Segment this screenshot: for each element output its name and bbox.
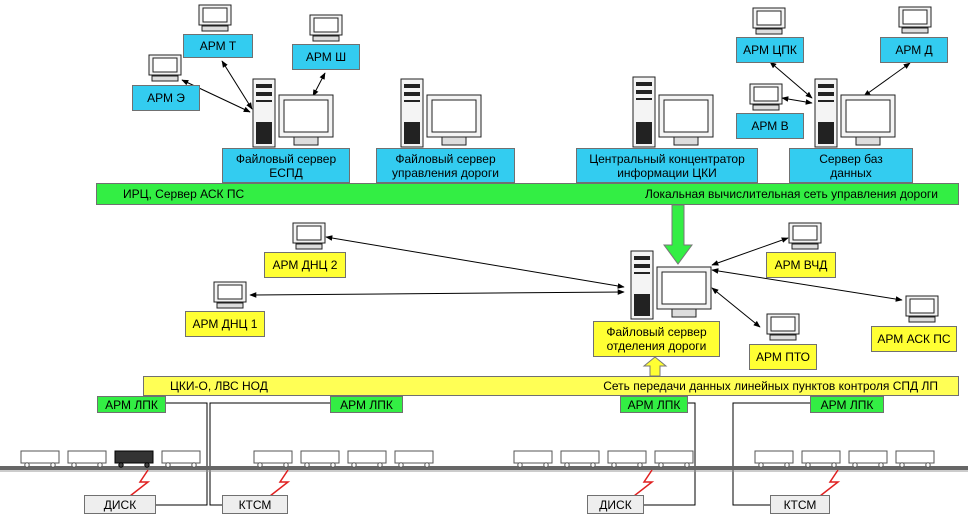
arm-dnc1: АРМ ДНЦ 1	[185, 311, 265, 337]
road-lan-bar: ИРЦ, Сервер АСК ПС Локальная вычислитель…	[96, 183, 959, 205]
arm-e: АРМ Э	[132, 85, 200, 111]
arm-d: АРМ Д	[880, 37, 948, 63]
server-db-label: Сервер баз данных	[789, 148, 913, 183]
rail-car	[20, 450, 60, 468]
arm-pto: АРМ ПТО	[749, 344, 817, 370]
sensor-ktsm-1: КТСМ	[222, 495, 288, 514]
sensor-ktsm-2: КТСМ	[770, 495, 830, 514]
rail-car	[895, 450, 935, 468]
signal-bolt	[633, 469, 655, 497]
rail-car	[607, 450, 647, 468]
locomotive	[114, 450, 154, 468]
rail-car	[161, 450, 201, 468]
lpk3-wire	[644, 402, 696, 506]
sensor-disk-1: ДИСК	[84, 495, 156, 514]
workstation-icon	[292, 222, 326, 250]
monitor-icon	[426, 94, 482, 146]
workstation-icon	[905, 295, 939, 323]
division-server-label: Файловый сервер отделения дороги	[593, 321, 720, 357]
arm-t: АРМ Т	[183, 34, 253, 58]
workstation-icon	[309, 14, 343, 42]
link-dnc2-division	[325, 235, 625, 289]
link-arm-sh-espd	[312, 72, 326, 97]
arm-lpk-2: АРМ ЛПК	[330, 396, 403, 413]
rail-car	[801, 450, 841, 468]
arm-sh: АРМ Ш	[292, 44, 360, 70]
workstation-icon	[752, 7, 786, 35]
rail-car	[347, 450, 387, 468]
rail-car	[253, 450, 293, 468]
link-arm-v-db	[781, 96, 813, 105]
workstation-icon	[788, 222, 822, 250]
monitor-icon	[840, 94, 896, 146]
server-tower-icon	[632, 76, 656, 148]
arm-lpk-1: АРМ ЛПК	[97, 396, 166, 413]
server-tower-icon	[400, 78, 424, 148]
lpk4-wire	[732, 402, 810, 506]
signal-bolt	[129, 469, 151, 497]
link-vchd-division	[711, 237, 789, 266]
link-arm-d-db	[863, 62, 911, 97]
spd-lp-bar: ЦКИ-О, ЛВС НОД Сеть передачи данных лине…	[143, 376, 959, 396]
monitor-icon	[278, 94, 334, 146]
sensor-disk-2: ДИСК	[587, 495, 644, 514]
spd-right-label: Сеть передачи данных линейных пунктов ко…	[603, 379, 938, 393]
arm-vchd: АРМ ВЧД	[766, 252, 836, 278]
arm-v: АРМ В	[736, 113, 804, 139]
arm-cpk: АРМ ЦПК	[736, 37, 804, 63]
arm-ask-ps: АРМ АСК ПС	[871, 326, 957, 352]
arm-lpk-3: АРМ ЛПК	[620, 396, 688, 413]
arm-lpk-4: АРМ ЛПК	[810, 396, 884, 413]
rail-car	[560, 450, 600, 468]
rail-car	[394, 450, 434, 468]
workstation-icon	[766, 313, 800, 341]
link-ask-ps-division	[711, 268, 903, 302]
rail-car	[67, 450, 107, 468]
lan-right-label: Локальная вычислительная сеть управления…	[644, 187, 938, 201]
lan-to-division-arrow	[663, 204, 693, 265]
rail-car	[513, 450, 553, 468]
link-arm-t-espd	[221, 60, 253, 110]
arm-dnc2: АРМ ДНЦ 2	[264, 252, 346, 278]
signal-bolt	[269, 469, 291, 497]
link-dnc1-division	[249, 289, 625, 298]
monitor-icon	[658, 94, 714, 146]
server-cki-hub-label: Центральный концентратор информации ЦКИ	[576, 148, 758, 183]
workstation-icon	[148, 54, 182, 82]
server-espd-label: Файловый сервер ЕСПД	[222, 148, 350, 183]
rail-car	[754, 450, 794, 468]
link-arm-cpk-db	[769, 61, 813, 99]
server-road-mgmt-label: Файловый сервер управления дороги	[376, 148, 515, 183]
rail-car	[848, 450, 888, 468]
workstation-icon	[749, 83, 783, 111]
workstation-icon	[898, 6, 932, 34]
workstation-icon	[198, 4, 232, 32]
spd-to-division-arrow	[642, 356, 668, 377]
rail-car	[300, 450, 340, 468]
lpk1-wire	[156, 402, 208, 506]
monitor-icon	[656, 266, 712, 318]
spd-left-label: ЦКИ-О, ЛВС НОД	[170, 379, 268, 393]
server-tower-icon	[630, 250, 654, 320]
server-tower-icon	[814, 78, 838, 148]
signal-bolt	[819, 469, 841, 497]
workstation-icon	[213, 281, 247, 309]
lan-left-label: ИРЦ, Сервер АСК ПС	[123, 187, 245, 201]
rail-car	[654, 450, 694, 468]
lpk2-wire	[209, 402, 330, 506]
server-tower-icon	[252, 78, 276, 148]
